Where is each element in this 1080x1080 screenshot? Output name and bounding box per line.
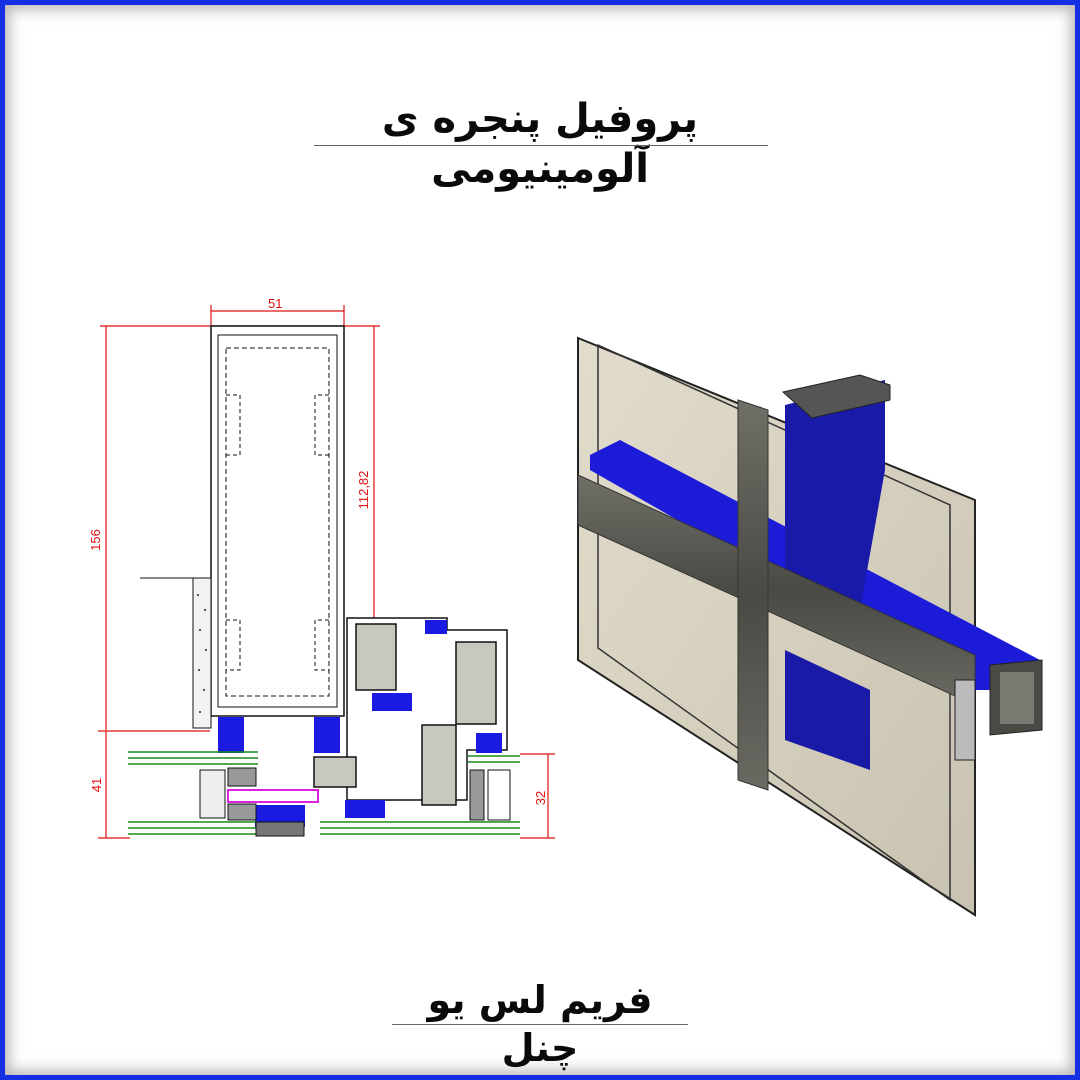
glass-panes	[128, 751, 520, 835]
dim-depth-41: 41	[89, 778, 104, 792]
curtain-wall-3d-render	[577, 336, 1043, 917]
spacer	[199, 769, 226, 819]
vertical-frame-bar	[737, 399, 769, 791]
dim-depth-32: 32	[533, 791, 548, 805]
blue-mullion-upper	[785, 380, 885, 610]
dim-width-51: 51	[268, 296, 282, 311]
sash-profile	[313, 617, 508, 806]
caption-underline	[392, 1024, 688, 1025]
dim-height-156: 156	[88, 529, 103, 551]
blue-mullion-lower	[785, 650, 870, 770]
page-title: پروفیل پنجره ی آلومینیومی	[381, 96, 699, 192]
thermal-break	[227, 789, 319, 803]
cad-section-drawing: 51 156 112,82 41 32	[88, 296, 555, 839]
dim-height-112-82: 112,82	[356, 471, 371, 510]
title-underline	[314, 145, 768, 146]
insulation-fill	[192, 577, 212, 729]
mullion-profile	[210, 325, 345, 717]
caption-title: فریم لس یو چنل	[427, 978, 653, 1070]
